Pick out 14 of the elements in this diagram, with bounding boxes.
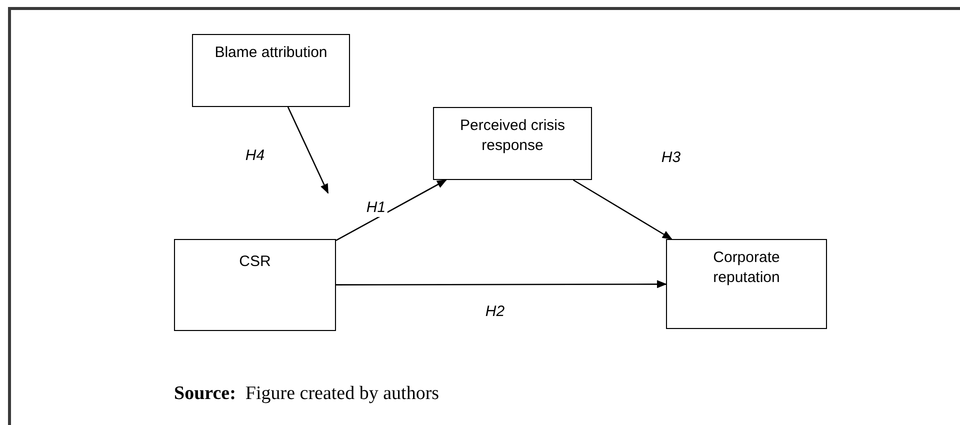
- arrow: [336, 280, 667, 288]
- arrow: [572, 179, 672, 240]
- arrow: [336, 179, 447, 242]
- variable-box: [174, 239, 336, 331]
- source-caption: Source: Figure created by authors: [174, 382, 440, 406]
- variable-box: [666, 239, 827, 329]
- box-label: Blame attribution: [214, 43, 328, 63]
- box-label: Perceived crisis response: [458, 116, 566, 156]
- edge-label: H1: [364, 199, 388, 217]
- box-label: Corporate reputation: [712, 248, 781, 288]
- arrow: [287, 106, 329, 194]
- box-label: CSR: [238, 252, 272, 272]
- variable-box: [192, 34, 350, 107]
- variable-box: [433, 107, 592, 180]
